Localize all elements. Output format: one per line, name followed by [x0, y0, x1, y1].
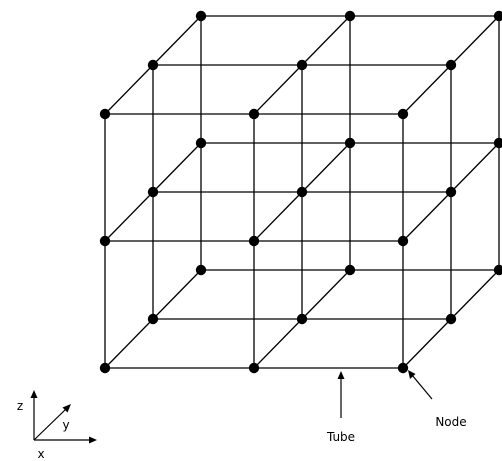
- axis-triad: [30, 390, 97, 444]
- tube-y: [152, 15, 202, 66]
- lattice-tubes: [104, 15, 500, 369]
- lattice-node: [147, 186, 159, 198]
- lattice-node: [99, 235, 111, 247]
- lattice-node: [445, 313, 457, 325]
- tube-y: [402, 64, 452, 115]
- tube-y: [450, 269, 500, 320]
- tube-label: Tube: [326, 430, 355, 444]
- lattice-node: [248, 108, 260, 120]
- lattice-node: [195, 137, 207, 149]
- tube-y: [450, 15, 500, 66]
- tube-y: [253, 191, 303, 242]
- lattice-node: [397, 362, 409, 374]
- tube-y: [253, 318, 303, 369]
- lattice-node: [296, 59, 308, 71]
- lattice-node: [248, 362, 260, 374]
- tube-y: [301, 15, 351, 66]
- node-label: Node: [435, 415, 466, 429]
- tube-y: [104, 64, 154, 115]
- lattice-node: [344, 264, 356, 276]
- tube-y: [402, 318, 452, 369]
- y-axis-line: [33, 408, 67, 441]
- lattice-node: [397, 108, 409, 120]
- tube-y: [104, 191, 154, 242]
- tube-y: [253, 64, 303, 115]
- lattice-node: [493, 264, 502, 276]
- x-axis-arrowhead: [89, 436, 97, 444]
- lattice-node: [147, 59, 159, 71]
- y-axis-label: y: [62, 418, 69, 432]
- lattice-node: [493, 137, 502, 149]
- lattice-node: [445, 59, 457, 71]
- z-axis-label: z: [17, 399, 23, 413]
- lattice-node: [99, 108, 111, 120]
- lattice-nodes: [99, 10, 502, 374]
- lattice-node: [195, 10, 207, 22]
- lattice-node: [195, 264, 207, 276]
- x-axis-label: x: [37, 447, 44, 461]
- tube-y: [152, 269, 202, 320]
- lattice-node: [493, 10, 502, 22]
- node-pointer: [408, 370, 433, 400]
- tube-y: [301, 142, 351, 193]
- tube-y: [402, 191, 452, 242]
- lattice-node: [344, 137, 356, 149]
- tube-y: [450, 142, 500, 193]
- tube-y: [104, 318, 154, 369]
- tube-y: [152, 142, 202, 193]
- tube-pointer: [337, 371, 345, 418]
- lattice-node: [445, 186, 457, 198]
- tube-y: [301, 269, 351, 320]
- lattice-node: [344, 10, 356, 22]
- lattice-node: [248, 235, 260, 247]
- lattice-node: [397, 235, 409, 247]
- y-axis-arrowhead: [62, 404, 71, 413]
- z-axis-arrowhead: [30, 390, 38, 398]
- lattice-node: [296, 186, 308, 198]
- lattice-node: [296, 313, 308, 325]
- lattice-node: [147, 313, 159, 325]
- lattice-node: [99, 362, 111, 374]
